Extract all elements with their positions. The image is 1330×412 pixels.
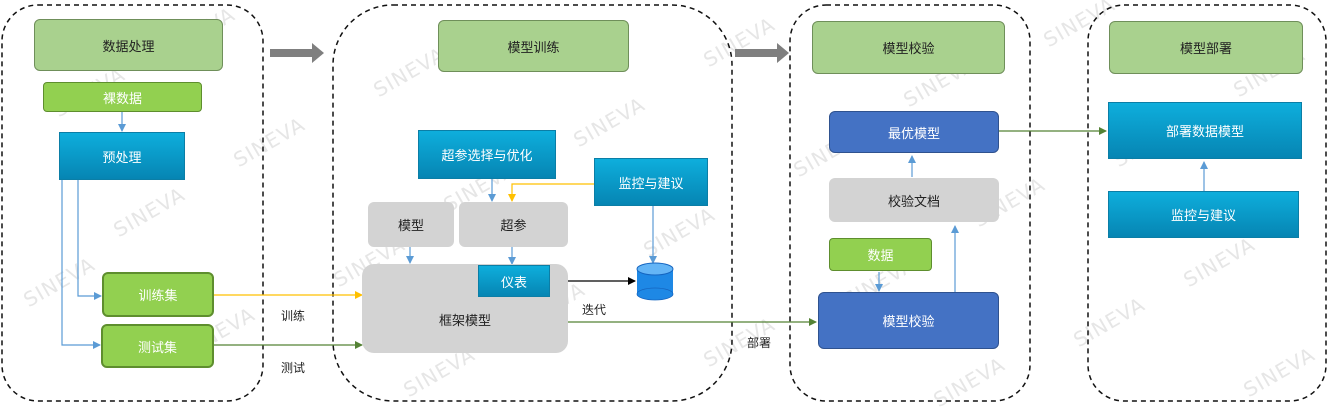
node-model-validate: 模型校验 [818, 292, 999, 349]
stage-title-data-processing: 数据处理 [34, 19, 223, 71]
node-meter: 仪表 [478, 265, 550, 297]
stage-arrow [735, 43, 789, 63]
node-model: 模型 [368, 202, 454, 247]
node-deploy-model: 部署数据模型 [1108, 102, 1302, 159]
node-best-model: 最优模型 [829, 111, 999, 153]
node-framework-model-label: 框架模型 [438, 314, 491, 329]
edge-label-test: 测试 [281, 361, 306, 375]
stage-container-model-deployment [1087, 4, 1327, 402]
stage-title-model-deployment: 模型部署 [1109, 21, 1303, 74]
node-preprocess: 预处理 [59, 132, 185, 180]
stage-container-data-processing [1, 4, 264, 402]
stage-title-model-training: 模型训练 [438, 20, 629, 72]
node-monitor-deploy: 监控与建议 [1108, 191, 1299, 238]
node-raw-data: 裸数据 [43, 82, 202, 112]
stage-arrow [270, 43, 324, 63]
stage-title-model-validation: 模型校验 [812, 21, 1005, 74]
node-validation-doc: 校验文档 [829, 178, 999, 222]
node-hyper: 超参 [459, 202, 568, 247]
node-test-set: 测试集 [101, 324, 214, 368]
node-data: 数据 [829, 238, 932, 271]
node-train-set: 训练集 [102, 272, 214, 317]
edge-label-train: 训练 [281, 309, 306, 323]
arrow-preprocess-to-test [61, 180, 101, 349]
edge-label-deploy: 部署 [747, 336, 772, 350]
database-icon [636, 262, 674, 301]
edge-label-iterate: 迭代 [582, 303, 607, 317]
node-monitor-training: 监控与建议 [594, 158, 708, 206]
stage-container-model-training [332, 4, 733, 402]
stage-container-model-validation [789, 4, 1031, 402]
node-hyper-select: 超参选择与优化 [418, 130, 556, 179]
arrow-monitor-to-hyper [508, 183, 594, 202]
arrow-preprocess-to-train [77, 180, 102, 300]
